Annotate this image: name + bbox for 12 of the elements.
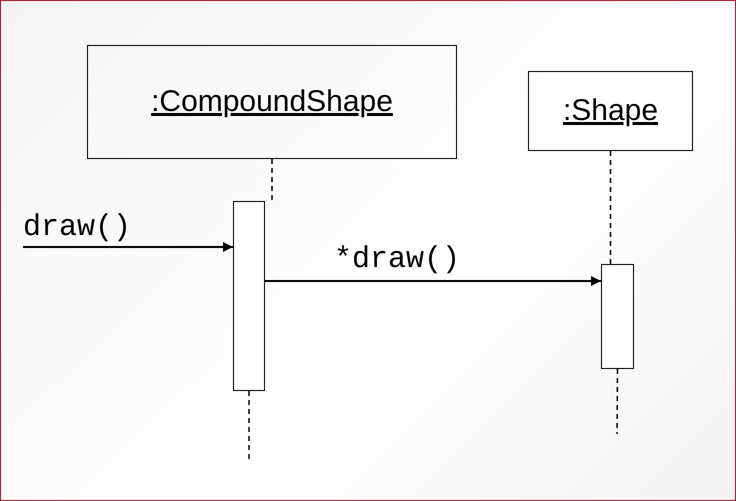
- message-label: *draw(): [334, 245, 460, 275]
- message-arrow: [265, 276, 601, 286]
- object-box: :Shape: [528, 71, 693, 151]
- lifeline: [271, 159, 273, 201]
- lifeline: [610, 151, 612, 264]
- lifeline: [248, 391, 250, 459]
- lifeline: [616, 369, 618, 434]
- message-arrow: [23, 242, 233, 252]
- activation-bar: [233, 201, 265, 391]
- message-label: draw(): [23, 213, 132, 243]
- activation-bar: [601, 264, 634, 369]
- object-box: :CompoundShape: [87, 45, 457, 159]
